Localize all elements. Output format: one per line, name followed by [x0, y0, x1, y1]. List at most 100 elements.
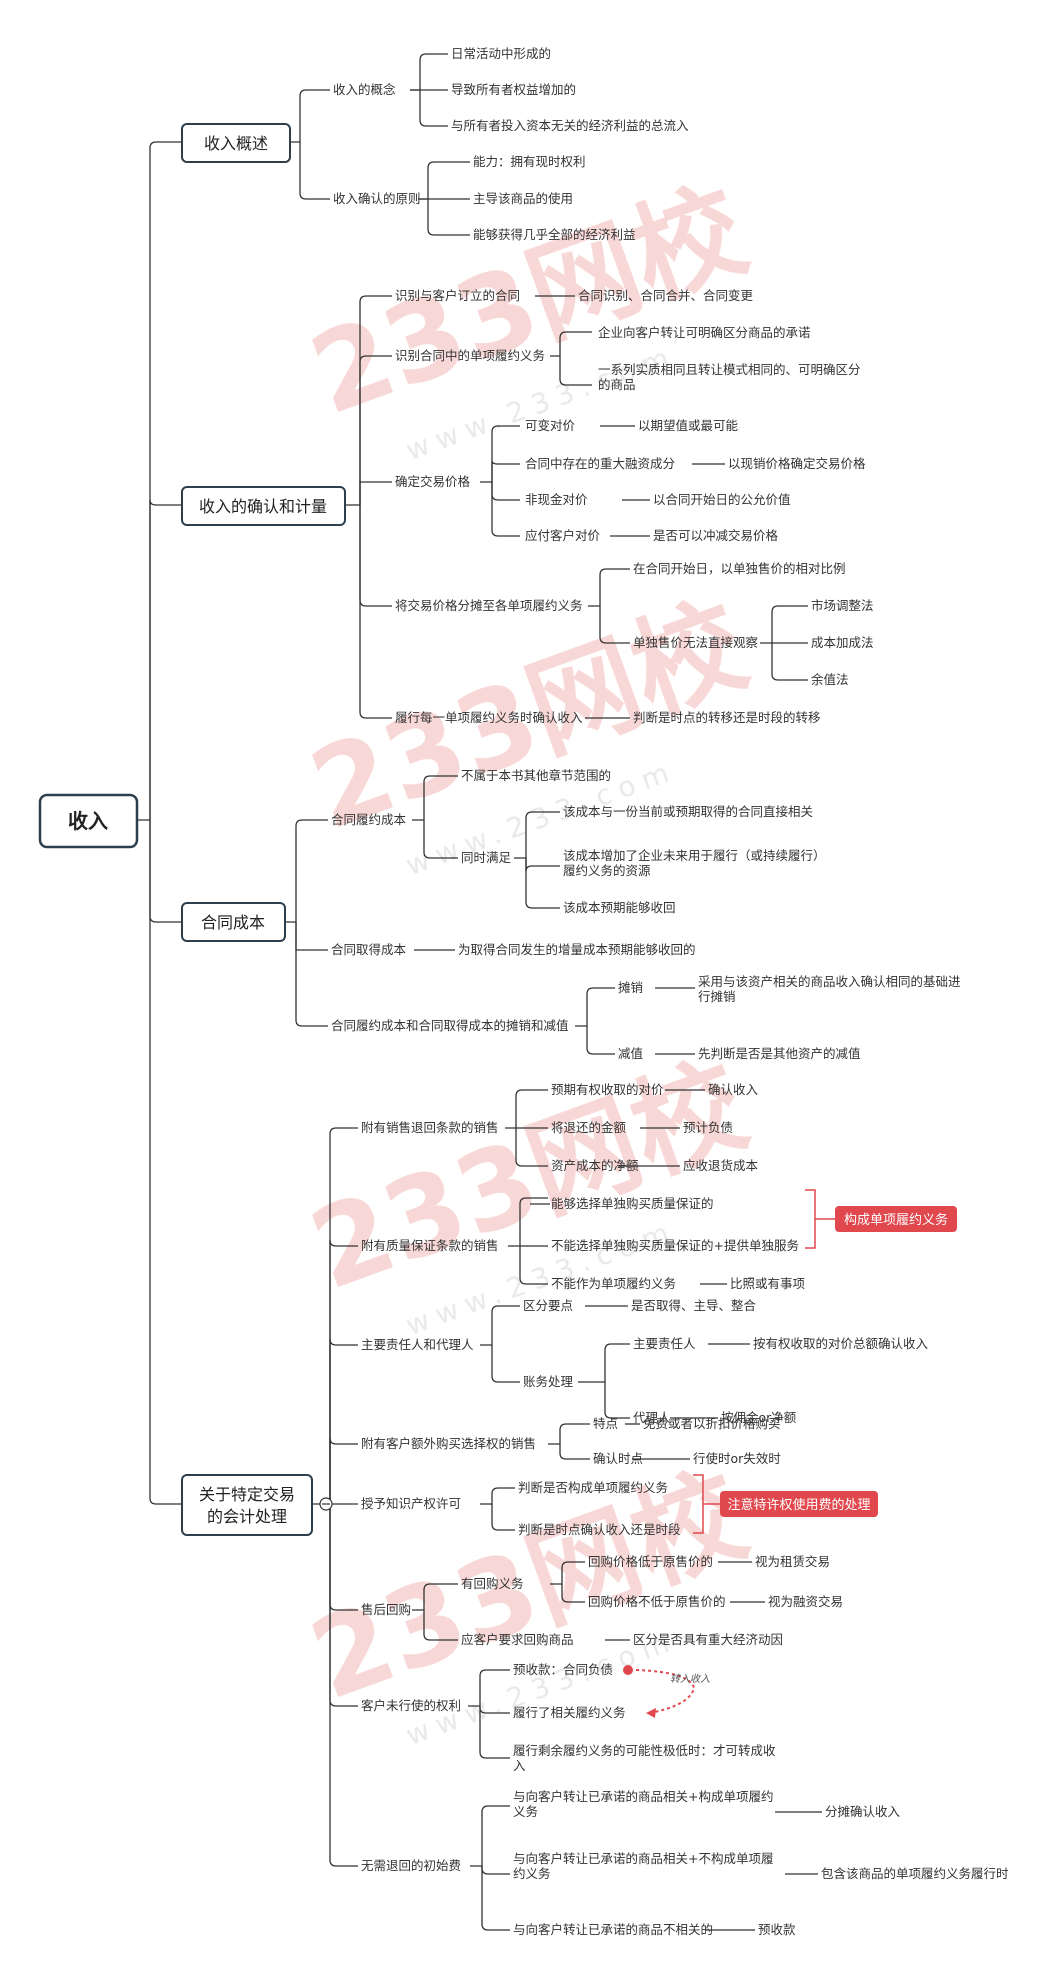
node-m4b3: 余值法 — [811, 672, 849, 687]
callout-warranty: 构成单项履约义务 — [844, 1212, 948, 1228]
node-t1a1: 确认收入 — [708, 1082, 759, 1097]
highlight-annotations: 构成单项履约义务 注意特许权使用费的处理 转入收入 — [623, 1189, 957, 1718]
node-t7a: 预收款：合同负债 — [513, 1662, 613, 1677]
section-special-line1: 关于特定交易 — [199, 1485, 295, 1504]
node-t2c: 不能作为单项履约义务 — [551, 1276, 676, 1291]
node-c3a: 摊销 — [618, 980, 643, 995]
node-s2a: 能力：拥有现时权利 — [473, 154, 586, 169]
node-m2: 识别合同中的单项履约义务 — [395, 348, 545, 363]
node-t7: 客户未行使的权利 — [361, 1698, 461, 1713]
node-m4: 将交易价格分摊至各单项履约义务 — [395, 598, 583, 613]
connectors — [137, 53, 822, 1931]
node-t6a2a: 视为融资交易 — [768, 1594, 843, 1609]
node-t3a: 区分要点 — [523, 1298, 573, 1313]
node-m2a: 企业向客户转让可明确区分商品的承诺 — [598, 325, 811, 340]
node-m3b: 合同中存在的重大融资成分 — [525, 456, 675, 471]
node-t1b1: 预计负债 — [683, 1120, 733, 1135]
callout-box-license — [720, 1491, 878, 1517]
node-t6a2: 回购价格不低于原售价的 — [588, 1594, 726, 1609]
node-t7cl2: 入 — [513, 1758, 526, 1773]
node-t8bl1: 与向客户转让已承诺的商品相关+不构成单项履 — [513, 1851, 773, 1866]
node-c3b: 减值 — [618, 1046, 643, 1061]
node-s2: 收入确认的原则 — [333, 191, 421, 206]
node-t1c: 资产成本的净额 — [551, 1158, 639, 1173]
node-c3: 合同履约成本和合同取得成本的摊销和减值 — [331, 1018, 569, 1033]
node-c1b: 同时满足 — [461, 850, 512, 865]
node-t4a: 特点 — [593, 1416, 618, 1431]
node-t3b: 账务处理 — [523, 1374, 574, 1389]
callout-license: 注意特许权使用费的处理 — [727, 1497, 870, 1513]
node-m3c: 非现金对价 — [525, 492, 588, 507]
node-m4a: 在合同开始日，以单独售价的相对比例 — [633, 561, 846, 576]
node-t6b: 应客户要求回购商品 — [461, 1632, 574, 1647]
node-t3b1: 主要责任人 — [633, 1336, 696, 1351]
node-c1b2l2: 履约义务的资源 — [563, 863, 651, 878]
node-c3b1: 先判断是否是其他资产的减值 — [698, 1046, 861, 1061]
node-t6b1: 区分是否具有重大经济动因 — [633, 1632, 783, 1647]
node-m4b: 单独售价无法直接观察 — [633, 635, 759, 650]
node-c1a: 不属于本书其他章节范围的 — [461, 768, 611, 783]
node-c3a1l2: 行摊销 — [698, 989, 736, 1004]
node-t3b2a: 按佣金or净额 — [721, 1410, 797, 1425]
node-t3b1a: 按有权收取的对价总额确认收入 — [753, 1336, 929, 1351]
node-t1c1: 应收退货成本 — [683, 1158, 759, 1173]
node-s2c: 能够获得几乎全部的经济利益 — [473, 227, 636, 242]
section-special-line2: 的会计处理 — [207, 1507, 287, 1526]
callout-box-warranty — [835, 1206, 957, 1232]
node-m3d: 应付客户对价 — [525, 528, 601, 543]
node-s1a: 日常活动中形成的 — [451, 46, 551, 61]
node-s1b: 导致所有者权益增加的 — [451, 82, 576, 97]
node-t1: 附有销售退回条款的销售 — [361, 1120, 499, 1135]
node-c1b2l1: 该成本增加了企业未来用于履行（或持续履行） — [563, 848, 826, 863]
node-c3a1l1: 采用与该资产相关的商品收入确认相同的基础进 — [698, 974, 961, 989]
node-t4: 附有客户额外购买选择权的销售 — [361, 1436, 536, 1451]
node-m5: 履行每一单项履约义务时确认收入 — [395, 710, 583, 725]
node-c2: 合同取得成本 — [331, 942, 407, 957]
section-box-overview — [181, 123, 291, 163]
node-t4b1: 行使时or失效时 — [693, 1451, 781, 1466]
node-t8c1: 预收款 — [758, 1922, 796, 1937]
note-transfer: 转入收入 — [670, 1673, 710, 1685]
node-m3a: 可变对价 — [525, 418, 576, 433]
node-t2c1: 比照或有事项 — [730, 1276, 805, 1291]
node-t2: 附有质量保证条款的销售 — [361, 1238, 499, 1253]
node-m3b1: 以现销价格确定交易价格 — [728, 456, 866, 471]
section-overview: 收入概述 — [204, 134, 268, 153]
node-t2a: 能够选择单独购买质量保证的 — [551, 1196, 714, 1211]
node-t4b: 确认时点 — [593, 1451, 643, 1466]
node-t6a1a: 视为租赁交易 — [755, 1554, 830, 1569]
root-box — [38, 793, 139, 849]
section-box-contract-cost — [181, 902, 286, 942]
node-s1: 收入的概念 — [333, 82, 396, 97]
node-t3b2: 代理人 — [633, 1410, 671, 1425]
node-t2b: 不能选择单独购买质量保证的+提供单独服务 — [551, 1238, 799, 1253]
node-t1a: 预期有权收取的对价 — [551, 1082, 664, 1097]
node-t6: 售后回购 — [361, 1602, 411, 1617]
node-m3d1: 是否可以冲减交易价格 — [653, 528, 779, 543]
node-m3c1: 以合同开始日的公允价值 — [653, 492, 791, 507]
node-t6a: 有回购义务 — [461, 1576, 524, 1591]
node-t3a1: 是否取得、主导、整合 — [631, 1298, 757, 1313]
node-t5b: 判断是时点确认收入还是时段 — [518, 1522, 681, 1537]
node-t6a1: 回购价格低于原售价的 — [588, 1554, 713, 1569]
node-c1b3: 该成本预期能够收回 — [563, 900, 676, 915]
node-t8a1: 分摊确认收入 — [825, 1804, 901, 1819]
node-t3: 主要责任人和代理人 — [361, 1337, 474, 1352]
node-t8al2: 义务 — [513, 1804, 538, 1819]
node-m5a: 判断是时点的转移还是时段的转移 — [633, 710, 821, 725]
node-m2b2: 的商品 — [598, 377, 636, 392]
node-t8: 无需退回的初始费 — [361, 1858, 461, 1873]
node-t8bl2: 约义务 — [513, 1866, 551, 1881]
section-contract-cost: 合同成本 — [201, 913, 265, 932]
node-s1c: 与所有者投入资本无关的经济利益的总流入 — [451, 118, 689, 133]
node-m4b2: 成本加成法 — [811, 635, 874, 650]
node-c1: 合同履约成本 — [331, 812, 407, 827]
node-t7cl1: 履行剩余履约义务的可能性极低时：才可转成收 — [513, 1743, 776, 1758]
node-m1a: 合同识别、合同合并、合同变更 — [578, 288, 754, 303]
node-t8al1: 与向客户转让已承诺的商品相关+构成单项履约 — [513, 1789, 773, 1804]
node-t4a1: 免费或者以折扣价格购买 — [643, 1416, 781, 1431]
section-box-special — [181, 1474, 313, 1536]
node-c2a: 为取得合同发生的增量成本预期能够收回的 — [458, 942, 696, 957]
node-m3: 确定交易价格 — [395, 474, 471, 489]
